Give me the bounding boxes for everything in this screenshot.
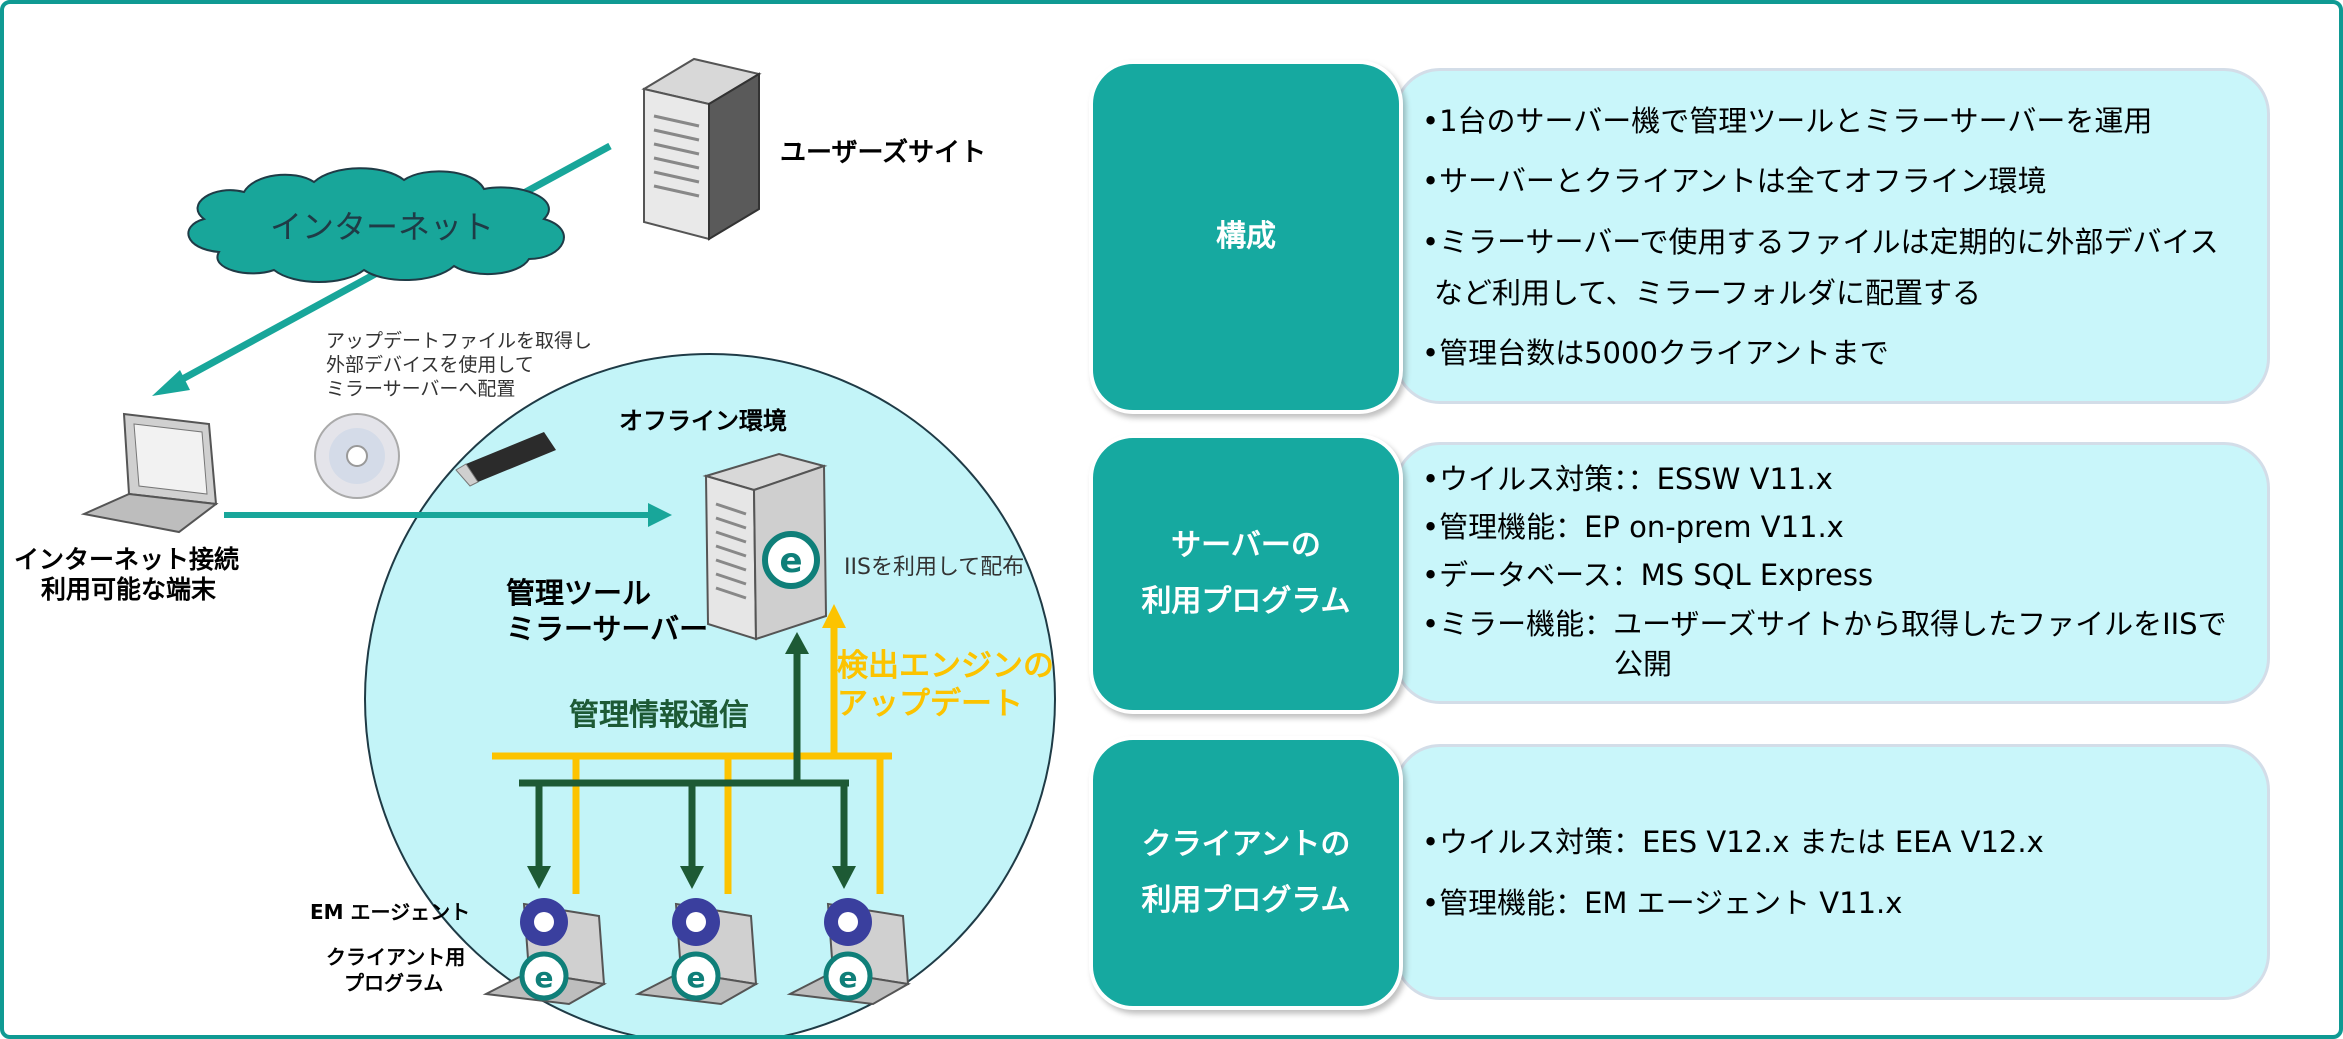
client-laptop-icon-3: e: [786, 898, 911, 1006]
config-bullet-4: •管理台数は5000クライアントまで: [1422, 336, 1889, 370]
engine-update-arrowhead: [822, 604, 846, 628]
transfer-arrowhead: [648, 503, 672, 527]
engine-update-label-line-1: 検出エンジンの: [837, 648, 1054, 684]
svg-text:e: e: [687, 961, 706, 994]
client-bullet-2: •管理機能：EM エージェント V11.x: [1422, 886, 1903, 920]
management-server-icon: e: [702, 452, 828, 641]
management-comm-down-arrowhead-2: [680, 866, 704, 889]
svg-text:e: e: [779, 541, 802, 581]
config-bullet-3: •ミラーサーバーで使用するファイルは定期的に外部デバイス: [1422, 225, 2219, 259]
server-bullet-1: •ウイルス対策：：ESSW V11.x: [1422, 462, 1833, 496]
client-bullet-1: •ウイルス対策：EES V12.x または EEA V12.x: [1422, 825, 2044, 859]
section-server-programs-title-1: サーバーの: [1171, 528, 1321, 563]
section-client-programs-title-2: 利用プログラム: [1141, 883, 1351, 918]
client-laptop-icon-1: e: [482, 898, 607, 1006]
download-arrowhead: [152, 370, 190, 396]
svg-text:e: e: [535, 961, 554, 994]
client-laptop-icon-2: e: [634, 898, 759, 1006]
server-bullet-2: •管理機能：EP on-prem V11.x: [1422, 510, 1844, 544]
management-comm-down-arrowhead-1: [527, 866, 551, 889]
section-configuration-panel: [1394, 68, 2270, 404]
internet-terminal-laptop-icon: [80, 412, 219, 534]
note-line-3: ミラーサーバーへ配置: [326, 378, 516, 400]
engine-update-lines: [492, 626, 892, 894]
section-server-programs-title-2: 利用プログラム: [1141, 584, 1351, 619]
server-bullet-4-cont: 公開: [1614, 647, 1673, 681]
network-diagram: e e: [80, 57, 1056, 1035]
note-line-1: アップデートファイルを取得し: [326, 330, 593, 352]
section-client-programs-tag: クライアントの 利用プログラム: [1089, 736, 1403, 1010]
section-server-programs-panel: [1394, 442, 2270, 704]
internet-label: インターネット: [270, 208, 495, 246]
section-configuration-title: 構成: [1216, 219, 1276, 254]
management-comm-up-arrowhead: [785, 632, 809, 654]
client-program-label-line-2: プログラム: [344, 971, 444, 995]
user-site-server-icon: [641, 57, 762, 241]
management-comm-lines: [519, 652, 849, 869]
server-bullet-4: •ミラー機能：ユーザーズサイトから取得したファイルをIISで: [1422, 607, 2227, 641]
user-site-label: ユーザーズサイト: [780, 138, 987, 168]
internet-cloud: [187, 167, 565, 283]
terminal-label-line-2: 利用可能な端末: [41, 575, 217, 604]
terminal-label-line-1: インターネット接続: [14, 545, 240, 574]
svg-text:e: e: [839, 961, 858, 994]
iis-label: IISを利用して配布: [844, 555, 1025, 580]
em-agent-label: EM エージェント: [310, 900, 471, 924]
section-client-programs-panel: [1394, 744, 2270, 1000]
cd-disc-icon: [314, 413, 400, 499]
config-bullet-2: •サーバーとクライアントは全てオフライン環境: [1422, 164, 2047, 198]
engine-update-label-line-2: アップデート: [837, 686, 1023, 722]
config-bullet-3-cont: など利用して、ミラーフォルダに配置する: [1434, 276, 1981, 310]
section-client-programs-title-1: クライアントの: [1141, 827, 1351, 862]
server-bullet-3: •データベース：MS SQL Express: [1422, 558, 1874, 592]
offline-label: オフライン環境: [619, 407, 787, 435]
note-line-2: 外部デバイスを使用して: [326, 354, 534, 376]
mgmt-comm-label: 管理情報通信: [569, 698, 749, 733]
section-configuration-tag: 構成: [1089, 60, 1403, 414]
management-comm-down-arrowhead-3: [832, 866, 856, 889]
usb-stick-icon: [455, 432, 556, 487]
section-server-programs-tag: サーバーの 利用プログラム: [1089, 434, 1403, 714]
config-bullet-1: •1台のサーバー機で管理ツールとミラーサーバーを運用: [1422, 104, 2153, 138]
mgmt-server-label-line-2: ミラーサーバー: [506, 612, 709, 646]
mgmt-server-label-line-1: 管理ツール: [506, 576, 652, 610]
client-program-label-line-1: クライアント用: [326, 945, 466, 969]
